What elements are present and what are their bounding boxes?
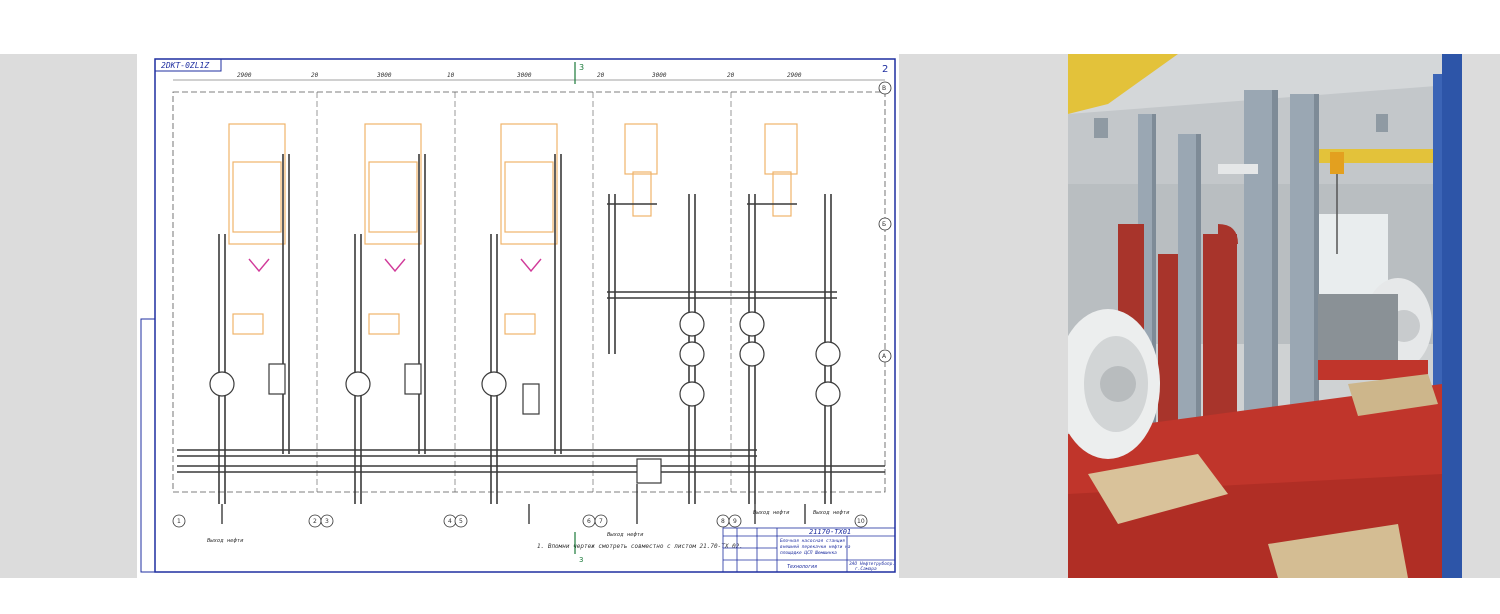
right-strip (1462, 54, 1500, 578)
axis-6: 6 (587, 518, 591, 525)
pump-station-photo (1068, 54, 1462, 578)
axis-b: Б (882, 221, 886, 228)
outlet-label-4: Выход нефти (813, 510, 850, 516)
axis-v: В (882, 85, 886, 92)
dim-top-8: 20 (727, 72, 735, 79)
axis-8: 8 (721, 518, 725, 525)
axis-9: 9 (733, 518, 737, 525)
pump-station-drawing: 2DKT-0ZL1Z 2 2900 20 3000 10 3000 20 300… (137, 54, 899, 578)
dim-top-1: 2900 (237, 72, 252, 79)
axis-2: 2 (313, 518, 317, 525)
dim-top-6: 20 (597, 72, 605, 79)
title-line-3: площадке ЦСП Шемшинка (780, 550, 837, 556)
dim-top-5: 3000 (516, 72, 532, 79)
drawing-note: 1. Впомни чертеж смотреть совместно с ли… (537, 543, 743, 550)
stamp-top-left: 2DKT-0ZL1Z (161, 61, 209, 70)
drawing-svg: 2DKT-0ZL1Z 2 2900 20 3000 10 3000 20 300… (140, 58, 896, 573)
outlet-label-2: Выход нефти (607, 532, 644, 538)
drawing-frame (154, 58, 896, 573)
axis-4: 4 (448, 518, 452, 525)
title-doc-code: 21170-ТХ01 (809, 528, 851, 536)
axis-10: 10 (857, 518, 865, 525)
side-strip (140, 318, 156, 573)
title-org: ЗАО Нефтетрубопр. (848, 560, 895, 567)
outlet-label-3: Выход нефти (753, 510, 790, 516)
dim-top-4: 10 (447, 72, 455, 79)
dim-top-9: 2900 (787, 72, 802, 79)
title-line-1: Блочная насосная станция (780, 538, 845, 544)
sheet-number: 2 (882, 64, 888, 75)
axis-5: 5 (459, 518, 463, 525)
section-mark-top: 3 (579, 63, 584, 72)
dim-top-2: 20 (311, 72, 319, 79)
outlet-label-1: Выход нефти (207, 538, 244, 544)
title-section: Технология (787, 564, 817, 570)
dim-top-7: 3000 (651, 72, 667, 79)
title-org-2: г.Самара (855, 566, 877, 572)
title-line-2: внешней перекачки нефти на (780, 544, 851, 550)
gap-panel (899, 54, 1068, 578)
axis-a: А (882, 353, 887, 360)
axis-1: 1 (177, 518, 181, 525)
photo-svg (1068, 54, 1462, 578)
axis-7: 7 (599, 518, 603, 525)
axis-3: 3 (325, 518, 329, 525)
dim-top-3: 3000 (376, 72, 392, 79)
section-mark-bottom: 3 (579, 556, 583, 564)
